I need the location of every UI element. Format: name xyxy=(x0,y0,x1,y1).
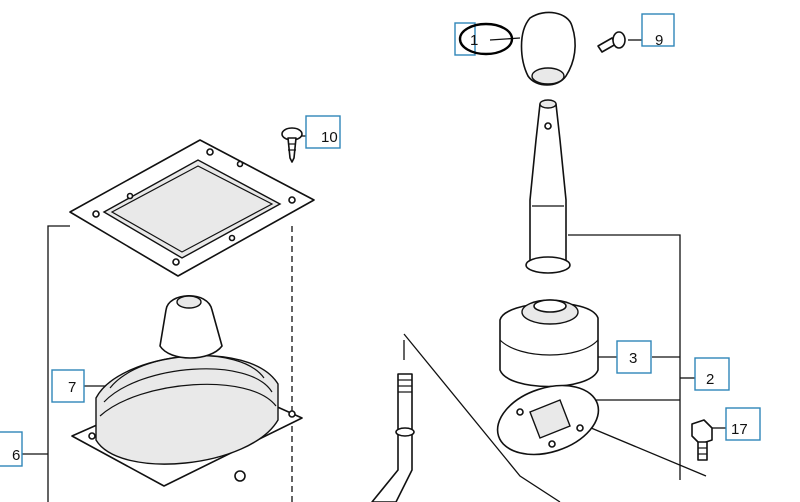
gear-boot-7-drawing xyxy=(71,295,303,487)
label-7-box xyxy=(51,369,85,403)
lower-rod-drawing xyxy=(371,373,415,502)
label-3-text: 3 xyxy=(629,350,637,367)
frame-plate-drawing xyxy=(69,139,315,277)
label-6-text: 6 xyxy=(12,447,20,464)
boot-3-drawing xyxy=(499,299,599,388)
base-plate-drawing xyxy=(496,384,600,456)
label-17[interactable]: 17 xyxy=(725,407,761,441)
label-10[interactable]: 10 xyxy=(305,115,341,149)
label-9-box xyxy=(641,13,675,47)
bolt-17-drawing xyxy=(691,419,713,461)
label-1[interactable]: 1 xyxy=(454,22,514,56)
label-1-box xyxy=(454,22,476,56)
label-9[interactable]: 9 xyxy=(641,13,675,49)
label-2[interactable]: 2 xyxy=(694,357,730,391)
label-7-text: 7 xyxy=(68,379,76,396)
shift-lever-drawing xyxy=(525,99,571,274)
label-9-text: 9 xyxy=(655,32,663,49)
label-6-box xyxy=(0,431,23,467)
label-2-text: 2 xyxy=(706,371,714,388)
label-17-box xyxy=(725,407,761,441)
leader-lines xyxy=(22,37,726,502)
screw-9-drawing xyxy=(597,31,626,53)
label-7[interactable]: 7 xyxy=(51,369,85,403)
label-2-box xyxy=(694,357,730,391)
label-3[interactable]: 3 xyxy=(616,340,652,374)
label-3-box xyxy=(616,340,652,374)
shift-knob-drawing xyxy=(520,11,576,86)
label-6[interactable]: 6 xyxy=(0,431,23,467)
label-17-text: 17 xyxy=(731,421,748,438)
screw-10-drawing xyxy=(281,127,303,163)
label-10-box xyxy=(305,115,341,149)
label-1-highlight xyxy=(458,22,514,56)
label-1-text: 1 xyxy=(470,32,478,49)
label-10-text: 10 xyxy=(321,129,338,146)
